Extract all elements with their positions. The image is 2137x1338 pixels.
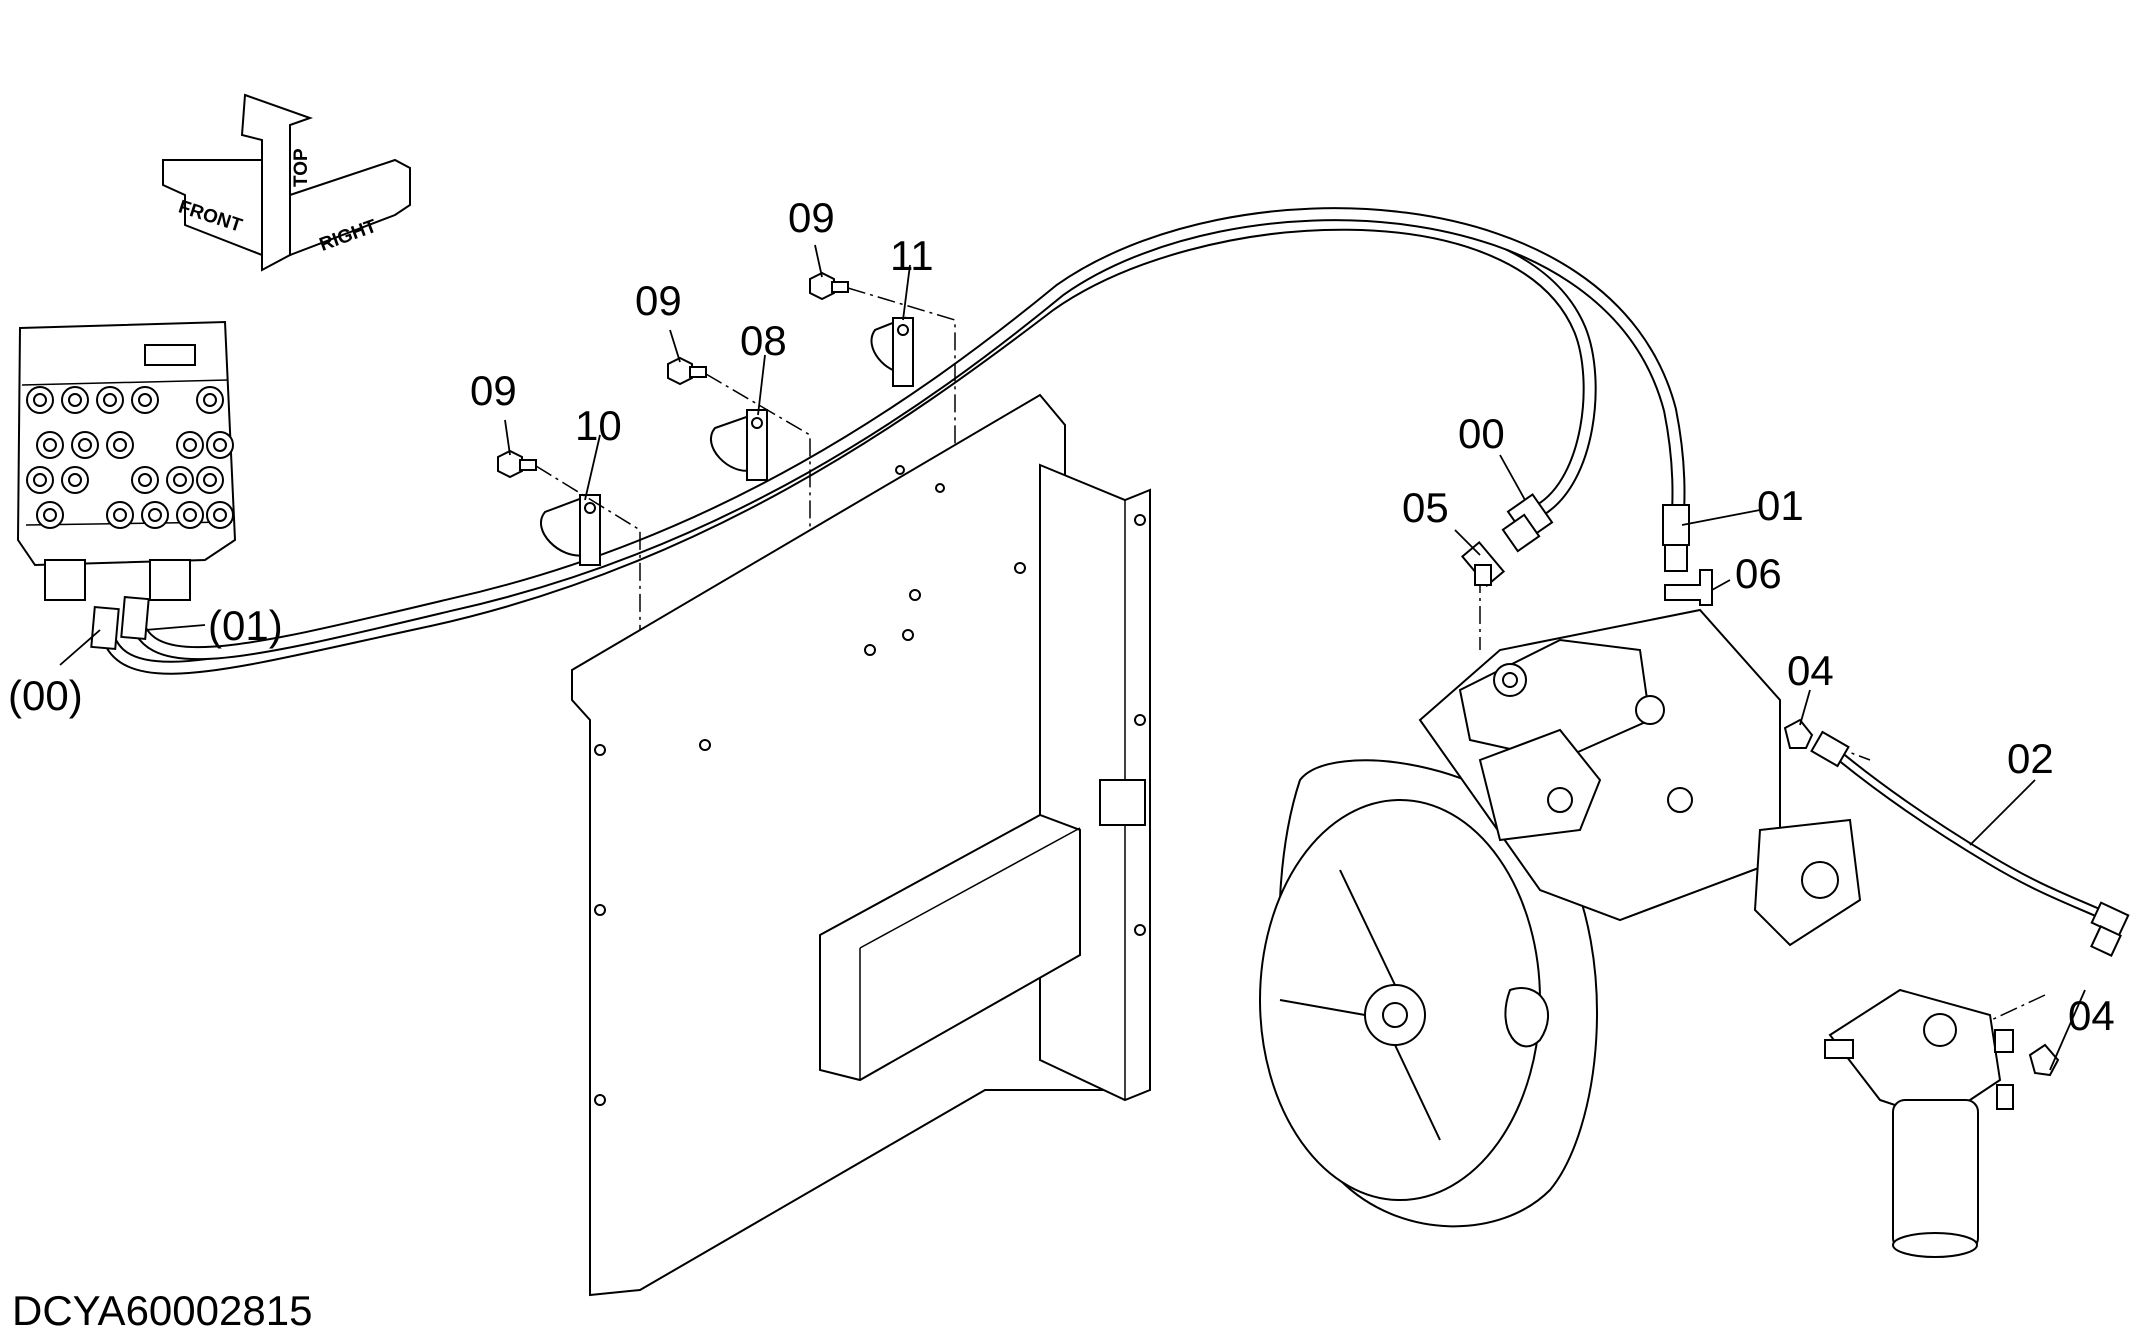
- callout-11: 11: [890, 232, 934, 279]
- callout-06: 06: [1735, 550, 1782, 597]
- valve-port-bore: [148, 508, 162, 522]
- callout-01-paren: (01): [208, 602, 283, 649]
- valve-port-bore: [138, 473, 152, 487]
- orientation-indicator: FRONT TOP RIGHT: [162, 93, 411, 272]
- valve-port-bore: [68, 393, 82, 407]
- valve-port-bore: [183, 438, 197, 452]
- valve-port-bore: [43, 508, 57, 522]
- valve-port-bore: [173, 473, 187, 487]
- valve-port-bore: [68, 473, 82, 487]
- valve-port-bore: [203, 473, 217, 487]
- filter-assembly: [1824, 988, 2060, 1258]
- callout-01: 01: [1757, 482, 1804, 529]
- valve-port-bore: [113, 508, 127, 522]
- callout-09-middle: 09: [635, 277, 682, 324]
- orientation-top-label: TOP: [291, 148, 312, 187]
- callout-00-paren: (00): [8, 672, 83, 719]
- callout-labels: 09 10 09 08 09 11 00 05 01 06 04 02 04 (…: [8, 194, 2115, 1039]
- mounting-panel: [571, 393, 1151, 1297]
- hose-assembly: [90, 207, 1690, 675]
- leader-lines: [59, 244, 2086, 1071]
- valve-port-bore: [203, 393, 217, 407]
- callout-02: 02: [2007, 735, 2054, 782]
- valve-port-bore: [78, 438, 92, 452]
- callout-04-upper: 04: [1787, 647, 1834, 694]
- valve-port-bore: [213, 508, 227, 522]
- callout-08: 08: [740, 317, 787, 364]
- valve-port-bore: [113, 438, 127, 452]
- valve-port-bore: [33, 393, 47, 407]
- callout-09-left: 09: [470, 367, 517, 414]
- callout-04-lower: 04: [2068, 992, 2115, 1039]
- valve-port-bore: [183, 508, 197, 522]
- callout-10: 10: [575, 402, 622, 449]
- bolts: [497, 271, 849, 479]
- callout-00: 00: [1458, 410, 1505, 457]
- control-valve: [16, 320, 237, 601]
- valve-port-bore: [213, 438, 227, 452]
- callout-09-right: 09: [788, 194, 835, 241]
- valve-port-bore: [103, 393, 117, 407]
- valve-port-bore: [33, 473, 47, 487]
- hydraulic-pump: [1259, 540, 1862, 1228]
- valve-port-bore: [138, 393, 152, 407]
- callout-05: 05: [1402, 484, 1449, 531]
- hose-02: [1810, 730, 2130, 957]
- valve-port-bore: [43, 438, 57, 452]
- drawing-reference-code: DCYA60002815: [12, 1287, 312, 1334]
